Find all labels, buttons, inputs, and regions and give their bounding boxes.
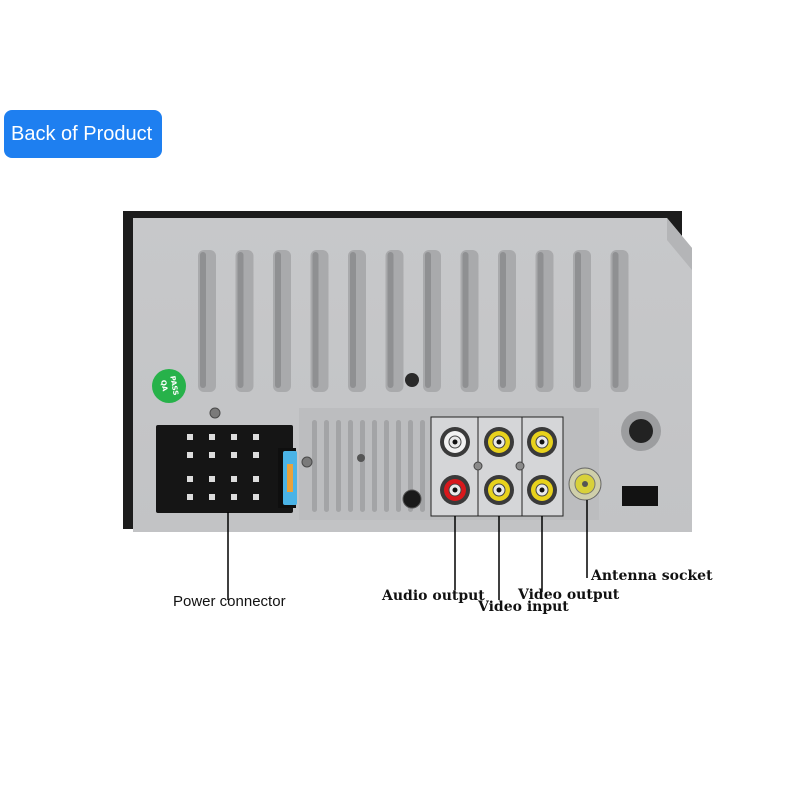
cooling-rib [573,250,591,392]
screw-icon [301,456,313,468]
connector-pin [187,452,193,458]
rca-jack [440,475,470,505]
sticker-line2: PASS [168,375,179,396]
lower-rib [324,420,329,512]
screw-icon [357,454,365,462]
audio-output-label: Audio output [382,588,485,604]
rca-jack [527,475,557,505]
panel-bevel [667,218,692,270]
connector-pin [253,476,259,482]
lower-rib [384,420,389,512]
sticker-line1: QA [159,379,169,392]
antenna-socket [568,467,602,501]
cooling-rib [348,250,366,392]
rca-jack [440,427,470,457]
lower-rib [348,420,353,512]
lower-rib [312,420,317,512]
round-port [621,411,661,451]
cooling-ribs [198,250,629,392]
lower-rib [372,420,377,512]
fuse [283,451,297,505]
lower-rib [360,420,365,512]
rca-jack [527,427,557,457]
cooling-rib [273,250,291,392]
leader-lines [227,500,588,600]
video-output-label: Video output [518,587,620,603]
lower-rib [396,420,401,512]
connector-pin [253,494,259,500]
center-screw-hole [405,373,419,387]
connector-pin [231,434,237,440]
connector-pin [253,452,259,458]
connector-pin [209,494,215,500]
rectangular-port [622,486,658,506]
rca-jack [484,475,514,505]
lower-rib [336,420,341,512]
cooling-rib [310,250,329,392]
mic-jack [402,489,422,509]
iso-power-connector [156,425,296,513]
connector-pin [231,476,237,482]
cooling-rib [498,250,516,392]
power-connector-label: Power connector [173,593,286,610]
lower-rib [408,420,413,512]
screw-icon [473,461,483,471]
cooling-rib [198,250,216,392]
screw-icon [515,461,525,471]
connector-pin [187,494,193,500]
connector-pin [209,434,215,440]
connector-pin [187,434,193,440]
connector-pin [187,476,193,482]
connector-pin [209,476,215,482]
video-input-label: Video input [478,599,569,615]
rca-jack [484,427,514,457]
cooling-rib [385,250,404,392]
back-of-product-badge: Back of Product [4,110,162,158]
cooling-rib [235,250,254,392]
antenna-socket-label: Antenna socket [591,568,713,584]
screw-icon [209,407,221,419]
connector-pin [209,452,215,458]
cooling-rib [423,250,441,392]
qa-pass-sticker: QA PASS [152,369,186,403]
connector-pin [231,494,237,500]
cooling-rib [535,250,554,392]
lower-rib [420,420,425,512]
connector-pin [231,452,237,458]
connector-pin [253,434,259,440]
cooling-rib [460,250,479,392]
cooling-rib [610,250,629,392]
